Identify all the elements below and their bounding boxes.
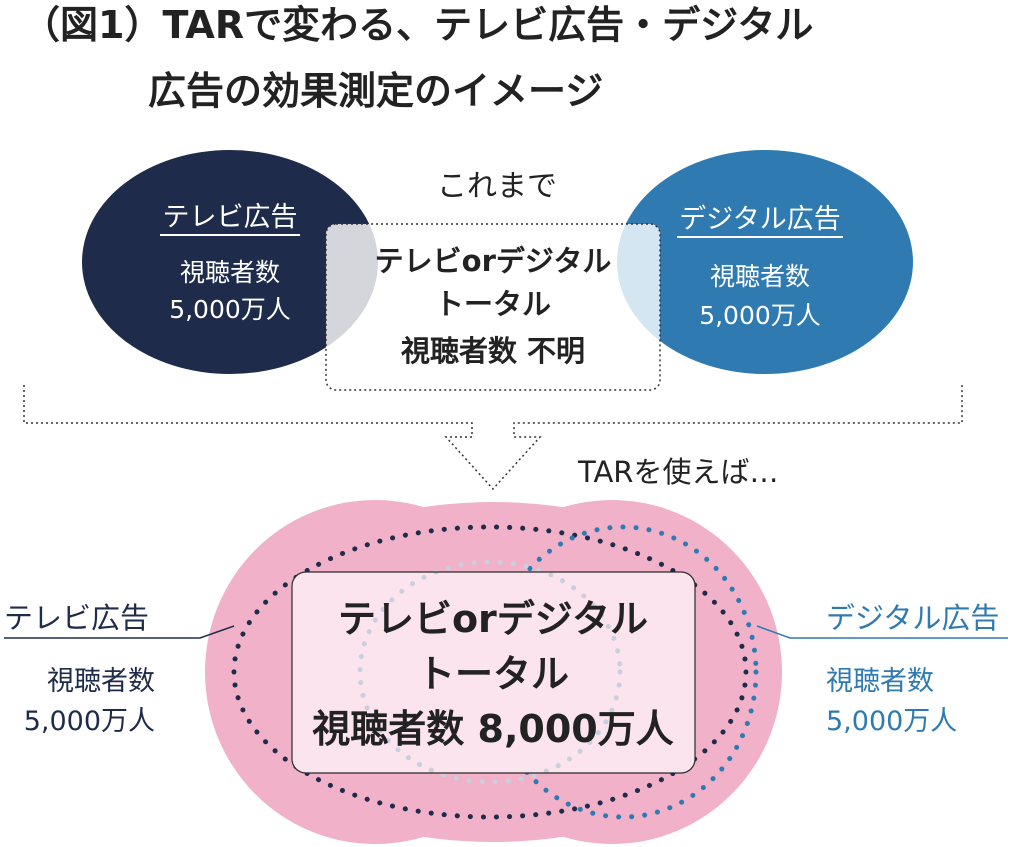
digital-label-before: デジタル広告 xyxy=(679,204,840,235)
digital-viewers-value-after: 5,000万人 xyxy=(826,706,957,737)
tv-viewers-value-before: 5,000万人 xyxy=(169,295,291,324)
center-line3-before: 視聴者数 不明 xyxy=(401,334,585,368)
digital-viewers-label-after: 視聴者数 xyxy=(826,666,934,697)
digital-viewers-value-before: 5,000万人 xyxy=(699,301,821,330)
center-line2-before: トータル xyxy=(435,287,551,321)
digital-callout-line xyxy=(756,625,1008,639)
before-caption: これまで xyxy=(437,169,557,204)
center-line2-after: トータル xyxy=(417,652,569,696)
digital-ellipse-before xyxy=(617,150,913,374)
faint-overlap-ring xyxy=(357,559,623,785)
tv-ellipse-before xyxy=(82,150,378,374)
tv-viewers-label-before: 視聴者数 xyxy=(180,258,280,287)
transition-arrow xyxy=(23,385,963,491)
tv-viewers-value-after: 5,000万人 xyxy=(24,706,155,737)
center-box-before-bg xyxy=(326,224,660,390)
center-line1-after: テレビorデジタル xyxy=(338,597,648,641)
tv-label-before: テレビ広告 xyxy=(163,202,298,233)
tv-label-after: テレビ広告 xyxy=(4,601,149,635)
tv-viewers-label-after: 視聴者数 xyxy=(47,666,155,697)
digital-label-after: デジタル広告 xyxy=(826,601,999,635)
center-box-after xyxy=(292,572,695,773)
digital-viewers-label-before: 視聴者数 xyxy=(710,262,810,291)
title-line2: 広告の効果測定のイメージ xyxy=(148,69,603,113)
center-line3-after: 視聴者数 8,000万人 xyxy=(312,707,673,751)
title-line1: （図1）TARで変わる、テレビ広告・デジタル xyxy=(22,3,813,47)
digital-dotted-ring xyxy=(487,524,759,820)
center-box-after-border xyxy=(291,571,696,774)
transition-caption: TARを使えば… xyxy=(577,455,778,489)
tv-callout-line xyxy=(4,625,235,639)
tv-dotted-ring xyxy=(231,524,749,820)
center-box-before-border xyxy=(325,223,661,391)
center-line1-before: テレビorデジタル xyxy=(375,244,612,278)
